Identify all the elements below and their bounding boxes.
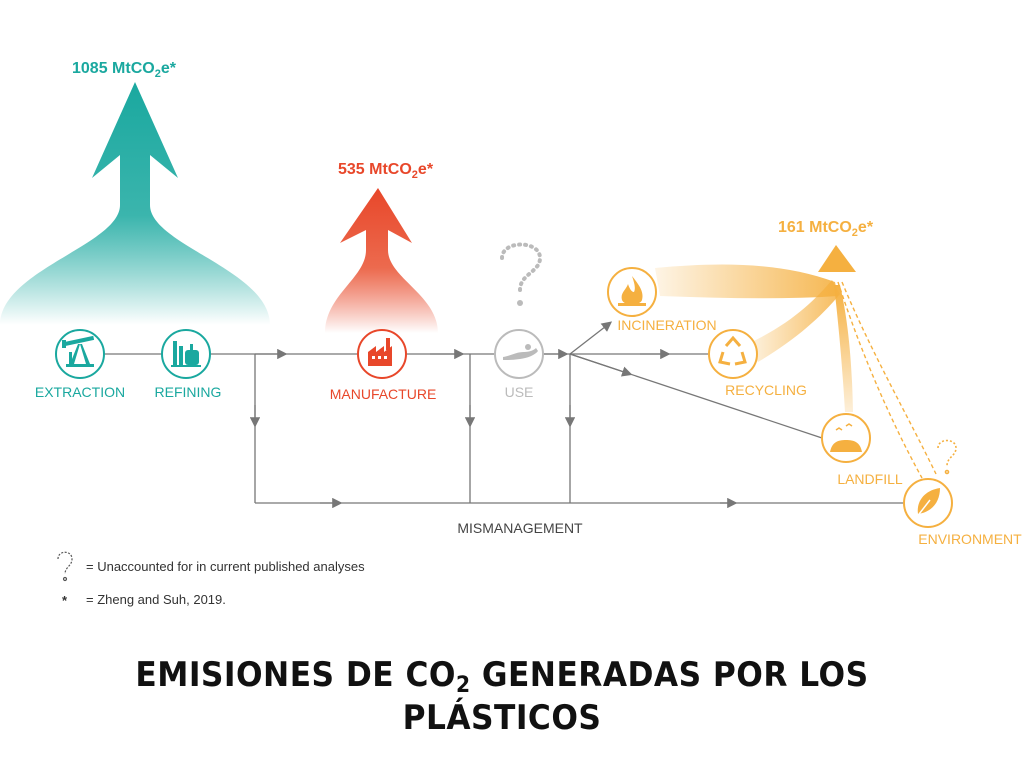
hand-icon [503, 344, 538, 360]
refining-label: REFINING [155, 384, 222, 400]
title-part-2: GENERADAS POR LOS PLÁSTICOS [402, 655, 869, 738]
legend-asterisk-symbol: * [62, 593, 68, 608]
refinery-icon [171, 341, 201, 367]
manufacture-emission-label: 535 MtCO2e* [338, 161, 434, 181]
title-subscript: 2 [455, 673, 471, 698]
legend-asterisk-text: = Zheng and Suh, 2019. [86, 592, 226, 607]
environment-question-mark-icon [937, 439, 957, 475]
recycling-label: RECYCLING [725, 382, 807, 398]
incineration-label: INCINERATION [617, 317, 716, 333]
landfill-icon [830, 423, 862, 452]
landfill-emission-plume [834, 285, 853, 412]
landfill-node [821, 413, 871, 463]
environment-label: ENVIRONMENT [918, 531, 1022, 547]
legend: = Unaccounted for in current published a… [57, 551, 365, 608]
question-mark-icon [500, 242, 543, 306]
incineration-node [607, 267, 657, 317]
extraction-node [55, 329, 105, 379]
manufacture-node [357, 329, 407, 379]
environment-dashed-flow [837, 281, 923, 479]
manufacture-emission-plume [325, 188, 438, 333]
extraction-emission-label: 1085 MtCO2e* [72, 60, 177, 80]
recycling-emission-plume [745, 280, 840, 362]
recycle-icon [718, 335, 747, 366]
leaf-icon [915, 488, 940, 519]
refining-node [161, 329, 211, 379]
extraction-emission-plume [0, 82, 270, 325]
manufacture-label: MANUFACTURE [330, 386, 437, 402]
flow-lines [104, 321, 903, 509]
landfill-label: LANDFILL [837, 471, 903, 487]
oil-pump-icon [62, 335, 95, 367]
factory-icon [368, 338, 392, 366]
mismanagement-label: MISMANAGEMENT [457, 520, 583, 536]
page-title: EMISIONES DE CO2 GENERADAS POR LOS PLÁST… [40, 655, 964, 738]
environment-dashed-flow-2 [841, 281, 937, 475]
extraction-label: EXTRACTION [35, 384, 125, 400]
legend-question-mark-icon [57, 551, 73, 582]
fire-icon [618, 276, 646, 306]
title-part-1: EMISIONES DE CO [135, 655, 456, 695]
recycling-node [708, 329, 758, 379]
incineration-emission-plume [655, 264, 838, 299]
end-of-life-arrowhead [818, 245, 856, 272]
use-label: USE [505, 384, 534, 400]
legend-question-text: = Unaccounted for in current published a… [86, 559, 365, 574]
use-node [494, 329, 544, 379]
environment-node [903, 478, 953, 528]
end-of-life-emission-label: 161 MtCO2e* [778, 219, 874, 239]
